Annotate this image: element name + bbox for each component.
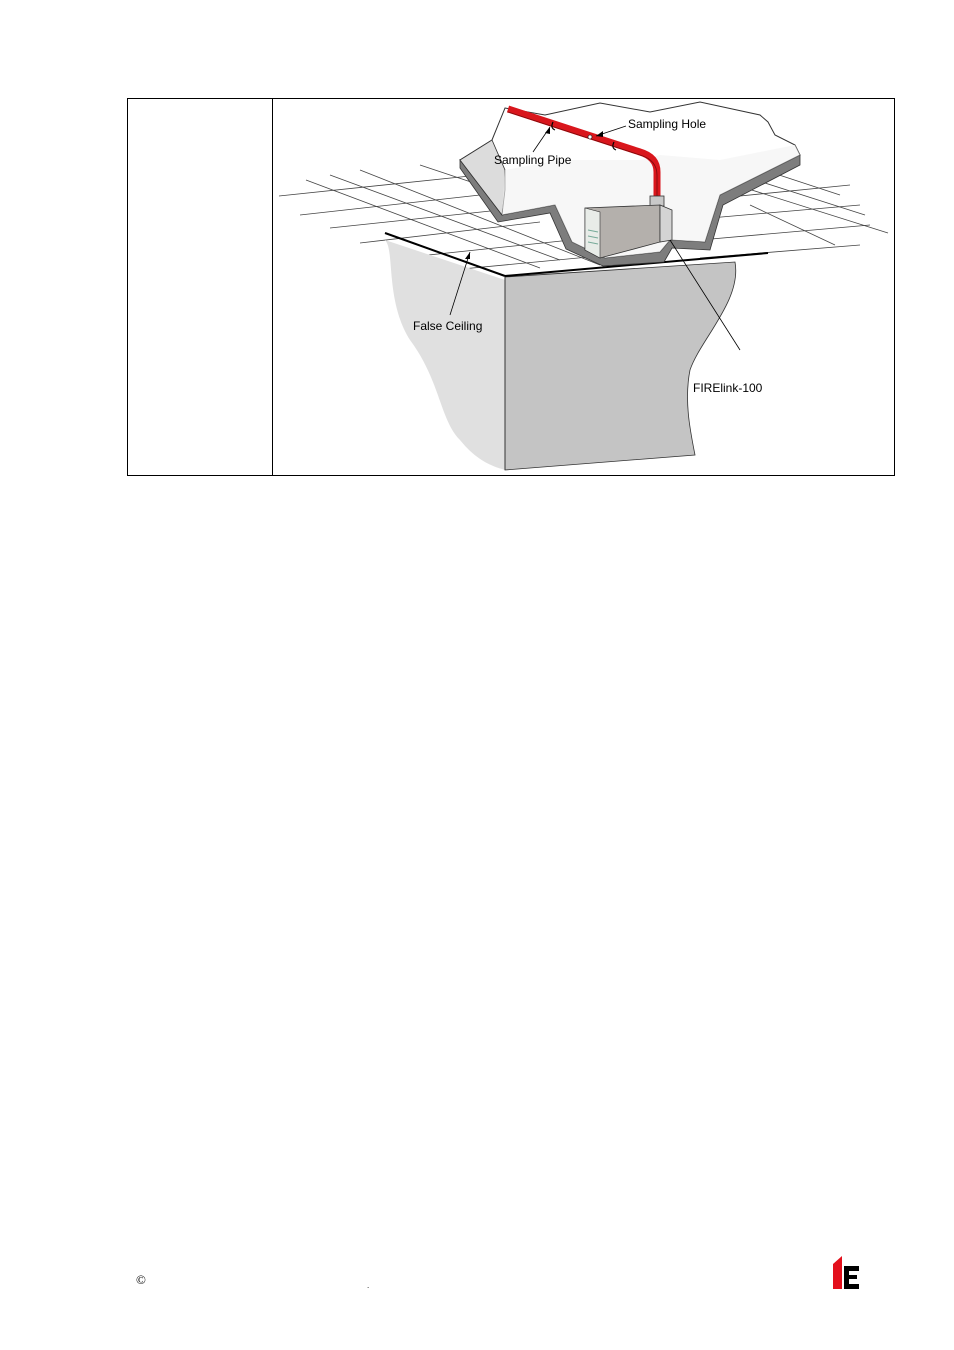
label-sampling-pipe: Sampling Pipe (494, 153, 572, 167)
table-left-cell (128, 99, 273, 475)
sampling-hole-mark (588, 135, 592, 139)
figure-table: Sampling Hole Sampling Pipe False Ceilin… (127, 98, 895, 476)
column-wall (505, 262, 736, 470)
table-right-cell: Sampling Hole Sampling Pipe False Ceilin… (273, 99, 894, 475)
copyright-symbol: © (136, 1272, 146, 1288)
company-logo-icon (832, 1252, 862, 1290)
label-sampling-hole: Sampling Hole (628, 117, 706, 131)
footer-dot: . (367, 1281, 369, 1290)
label-false-ceiling: False Ceiling (413, 319, 482, 333)
label-firelink-device: FIRElink-100 (693, 381, 763, 395)
shadow-wall (385, 240, 505, 470)
installation-diagram: Sampling Hole Sampling Pipe False Ceilin… (273, 99, 895, 475)
